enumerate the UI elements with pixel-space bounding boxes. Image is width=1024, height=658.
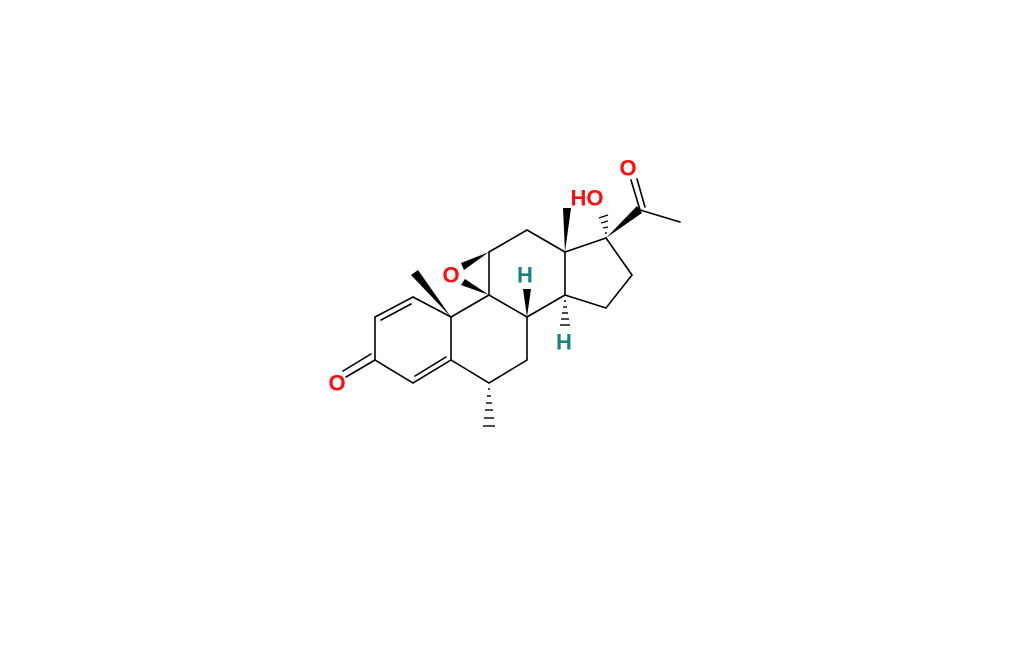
bond: [374, 296, 414, 318]
bonds: [342, 178, 681, 427]
bond: [564, 237, 607, 253]
wedge-bond-epoxide-top: [461, 252, 489, 270]
bond: [630, 179, 641, 211]
atom-label-h8: H: [517, 263, 533, 288]
atom-label-epoxide-oxygen: O: [442, 263, 459, 288]
wedge-bond-c18: [563, 208, 571, 252]
atom-label-o3: O: [328, 371, 345, 396]
bond: [636, 178, 646, 208]
bond: [526, 294, 566, 318]
bond: [605, 237, 633, 276]
wedge-bond-c20: [606, 206, 642, 238]
wedge-bond-epoxide-bottom: [461, 279, 489, 295]
atom-label-h14: H: [556, 330, 572, 355]
bond: [564, 294, 607, 309]
bond-double-inner: [414, 356, 447, 377]
bond: [412, 359, 452, 384]
atom-label-hydroxyl: HO: [571, 186, 604, 211]
atom-label-o20: O: [619, 156, 636, 181]
bond: [342, 353, 372, 372]
bond: [374, 359, 414, 384]
wedge-bond-h8: [523, 289, 531, 317]
hashed-bond-c6-methyl: [483, 388, 495, 427]
atom-labels: O O HO O H H: [328, 156, 636, 396]
bond: [488, 229, 528, 253]
bond: [450, 359, 490, 384]
bond: [488, 294, 528, 318]
hashed-bond-oh17: [598, 214, 609, 234]
bond: [412, 296, 452, 318]
bond: [639, 209, 681, 223]
bond: [488, 359, 528, 384]
bond: [605, 274, 633, 309]
bond: [526, 229, 566, 253]
bond: [345, 359, 376, 378]
bond-double-inner: [380, 303, 412, 321]
bond: [450, 294, 490, 318]
wedge-bond-c19: [411, 270, 451, 317]
hashed-bond-h14: [560, 300, 570, 326]
